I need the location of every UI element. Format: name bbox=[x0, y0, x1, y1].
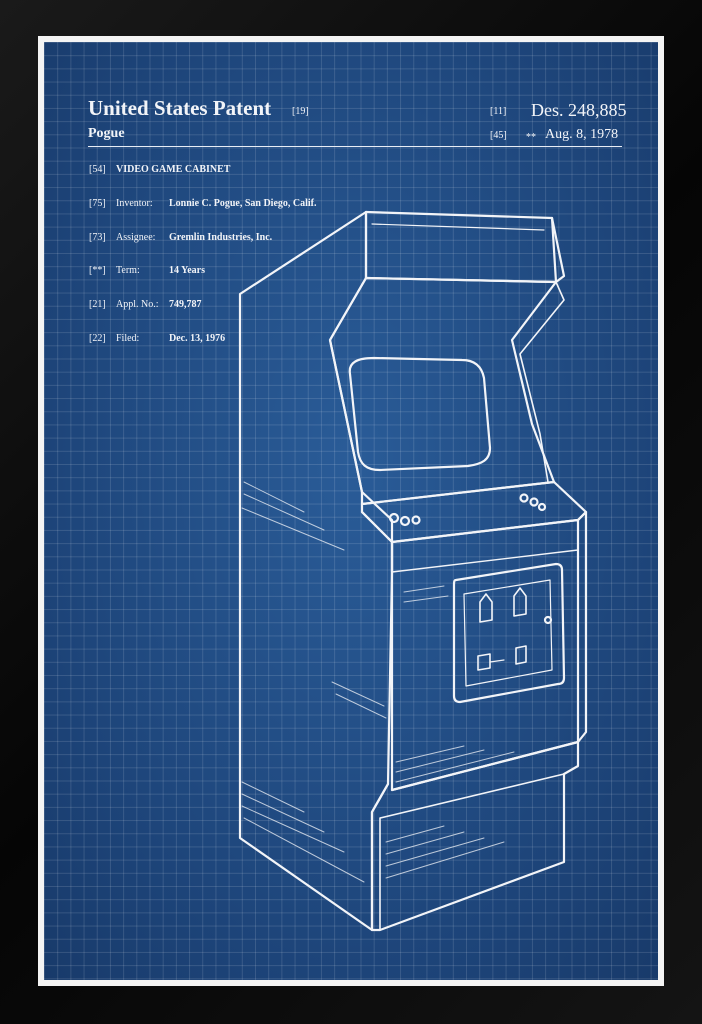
field-code: [**] bbox=[89, 265, 106, 276]
action-button bbox=[519, 493, 529, 503]
title-ref: [19] bbox=[292, 106, 309, 117]
arcade-cabinet-drawing bbox=[238, 210, 588, 932]
monitor-screen bbox=[348, 356, 492, 472]
player-button bbox=[388, 512, 400, 524]
field-value: Lonnie C. Pogue, San Diego, Calif. bbox=[169, 198, 317, 209]
date-ref: [45] bbox=[490, 130, 507, 141]
action-button bbox=[529, 497, 539, 507]
base-kickplate bbox=[370, 740, 580, 932]
coin-return bbox=[515, 645, 527, 665]
field-label: Assignee: bbox=[116, 232, 156, 243]
action-button bbox=[537, 502, 547, 512]
field-label: Inventor: bbox=[116, 198, 153, 209]
screen-bezel bbox=[328, 276, 558, 506]
field-value: Dec. 13, 1976 bbox=[169, 333, 226, 344]
cabinet-side-panel bbox=[238, 210, 394, 932]
header-rule bbox=[88, 146, 622, 147]
side-shading bbox=[241, 481, 387, 883]
field-code: [22] bbox=[89, 333, 106, 344]
date-marks: ** bbox=[526, 132, 536, 143]
patent-number: Des. 248,885 bbox=[531, 100, 627, 120]
field-label: Term: bbox=[116, 265, 140, 276]
front-shading bbox=[385, 585, 515, 879]
field-value: Gremlin Industries, Inc. bbox=[169, 232, 273, 243]
patent-title: United States Patent bbox=[88, 96, 272, 120]
inventor-surname: Pogue bbox=[88, 126, 125, 141]
coin-return bbox=[477, 653, 491, 671]
coin-slot bbox=[513, 587, 527, 617]
blueprint-print: United States Patent [19] Pogue [11] Des… bbox=[44, 42, 658, 980]
field-code: [73] bbox=[89, 232, 106, 243]
field-label: Appl. No.: bbox=[116, 299, 159, 310]
field-value: 14 Years bbox=[169, 265, 206, 276]
patent-number-ref: [11] bbox=[490, 106, 507, 117]
coin-slot bbox=[479, 593, 493, 623]
field-code: [54] bbox=[89, 164, 106, 175]
field-value: 749,787 bbox=[169, 299, 202, 310]
field-label: VIDEO GAME CABINET bbox=[116, 164, 231, 175]
marquee bbox=[364, 210, 558, 284]
field-label: Filed: bbox=[116, 333, 140, 344]
player-button bbox=[411, 515, 421, 525]
field-code: [75] bbox=[89, 198, 106, 209]
field-code: [21] bbox=[89, 299, 106, 310]
patent-date: Aug. 8, 1978 bbox=[545, 127, 619, 142]
coin-door bbox=[452, 562, 566, 704]
player-button bbox=[399, 515, 411, 527]
